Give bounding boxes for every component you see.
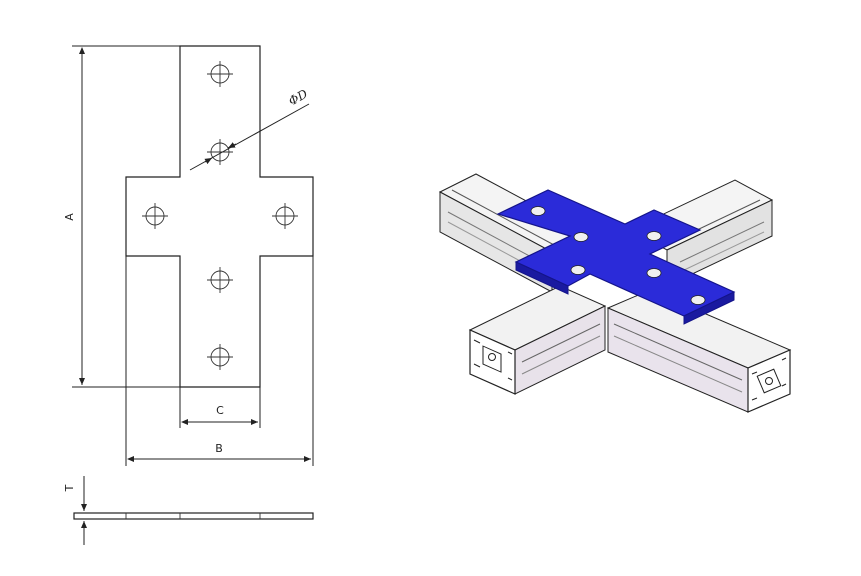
- screw-head-icon: [646, 231, 662, 241]
- profile-arm-lower-right: [606, 289, 792, 413]
- screw-head-icon: [690, 295, 706, 305]
- hole-left: [142, 203, 168, 229]
- screw-head-icon: [530, 206, 546, 216]
- dimension-a-label: A: [63, 213, 76, 221]
- dimension-c-label: C: [216, 404, 224, 417]
- isometric-assembly: [438, 173, 792, 413]
- dimension-d: ΦD: [189, 86, 310, 171]
- dimension-c: C: [179, 387, 261, 428]
- hole-upper-mid: [207, 139, 233, 165]
- dimension-a: A: [63, 45, 180, 388]
- dimension-t: T: [63, 476, 87, 545]
- screw-head-icon: [570, 265, 586, 275]
- screw-head-icon: [573, 232, 589, 242]
- dimension-b-label: B: [215, 442, 223, 455]
- profile-arm-lower-left: [468, 285, 607, 395]
- hole-right: [272, 203, 298, 229]
- cross-connector-plate: [496, 189, 736, 325]
- hole-top: [207, 61, 233, 87]
- hole-bottom: [207, 344, 233, 370]
- dimension-b: B: [125, 256, 314, 466]
- hole-lower-mid: [207, 267, 233, 293]
- plate-side-view: [73, 512, 314, 520]
- dimension-t-label: T: [63, 484, 76, 492]
- screw-head-icon: [646, 268, 662, 278]
